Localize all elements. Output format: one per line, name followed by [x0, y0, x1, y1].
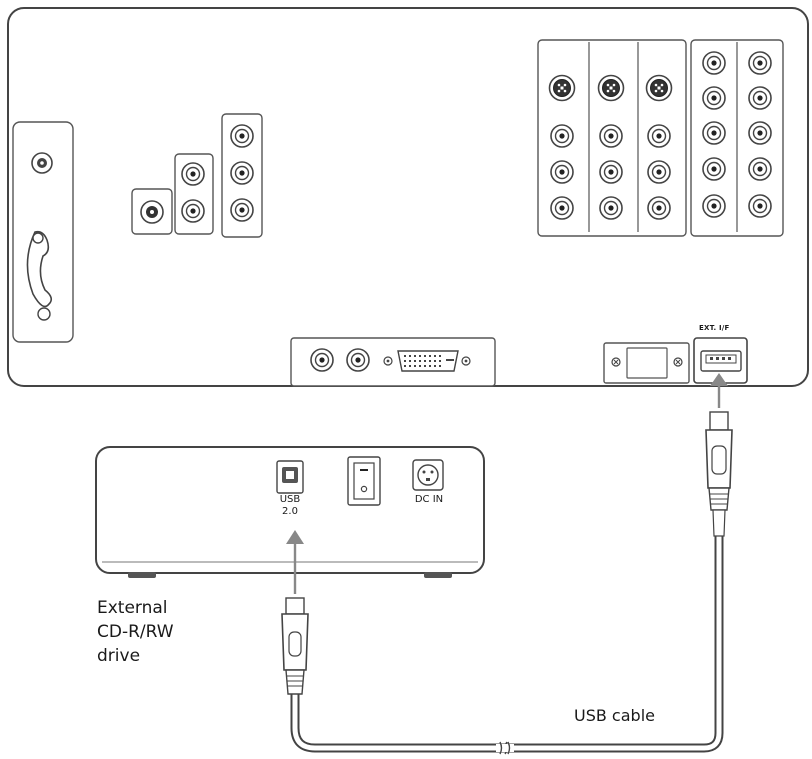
- usb-plug-icon: [705, 411, 733, 537]
- power-switch-icon: [347, 456, 381, 506]
- composite-jack-icon: [550, 124, 574, 148]
- composite-jack-icon: [230, 198, 254, 222]
- usb-a-port-icon: [693, 337, 748, 384]
- dc-in-jack-icon: [412, 459, 444, 491]
- external-cd-drive: [95, 446, 485, 578]
- composite-jack-icon: [748, 121, 772, 145]
- composite-jack-icon: [230, 124, 254, 148]
- external-drive-label-line1: External: [97, 598, 168, 618]
- composite-jack-icon: [599, 196, 623, 220]
- s-video-jack-icon: [548, 74, 576, 102]
- external-drive-label-line2: CD-R/RW: [97, 622, 174, 642]
- usb-cable-label: USB cable: [574, 706, 655, 725]
- composite-jack-icon: [550, 160, 574, 184]
- s-video-jack-icon: [645, 74, 673, 102]
- composite-jack-icon: [230, 161, 254, 185]
- usb-plug-icon: [281, 597, 309, 695]
- composite-jack-icon: [702, 51, 726, 75]
- composite-jack-icon: [181, 199, 205, 223]
- rf-coax-icon: [31, 152, 53, 174]
- usb-port-label-line1: USB: [279, 494, 301, 505]
- composite-jack-icon: [181, 162, 205, 186]
- usb-port-label-line2: 2.0: [282, 506, 298, 517]
- s-video-jack-icon: [597, 74, 625, 102]
- composite-jack-icon: [702, 121, 726, 145]
- ext-if-label: EXT. I/F: [699, 324, 730, 332]
- usb-cable: [281, 411, 733, 755]
- composite-jack-icon: [748, 194, 772, 218]
- audio-out-module: [174, 153, 214, 235]
- video-audio-module: [221, 113, 263, 238]
- dc-in-label: DC IN: [414, 494, 444, 505]
- composite-jack-icon: [647, 160, 671, 184]
- composite-jack-icon: [599, 160, 623, 184]
- arrow-up-icon: [286, 530, 304, 594]
- composite-jack-icon: [599, 124, 623, 148]
- composite-jack-icon: [702, 157, 726, 181]
- composite-jack-icon: [702, 194, 726, 218]
- arrow-up-icon: [710, 373, 728, 408]
- composite-jack-icon: [310, 348, 334, 372]
- handset-port-icon: [26, 230, 53, 321]
- tv-rear-panel: [7, 7, 809, 387]
- av-input-group: [537, 39, 687, 237]
- antenna-module: [12, 121, 74, 343]
- cover-bracket: [603, 342, 690, 384]
- external-drive-label-line3: drive: [97, 646, 141, 666]
- usb-b-port-icon: [276, 460, 304, 494]
- composite-jack-icon: [647, 124, 671, 148]
- composite-jack-icon: [647, 196, 671, 220]
- composite-jack-icon: [748, 51, 772, 75]
- composite-jack-icon: [346, 348, 370, 372]
- composite-jack-icon: [748, 157, 772, 181]
- external-drive-label: External CD-R/RW drive: [97, 596, 174, 668]
- rf-out-jack-icon: [140, 200, 164, 224]
- composite-jack-icon: [702, 86, 726, 110]
- usb-port-label: USB 2.0: [264, 494, 316, 518]
- composite-jack-icon: [748, 86, 772, 110]
- composite-jack-icon: [550, 196, 574, 220]
- rf-output-module: [131, 188, 173, 235]
- component-input-group: [690, 39, 784, 237]
- dvi-module: [290, 337, 496, 387]
- dvi-port-icon: [383, 350, 471, 372]
